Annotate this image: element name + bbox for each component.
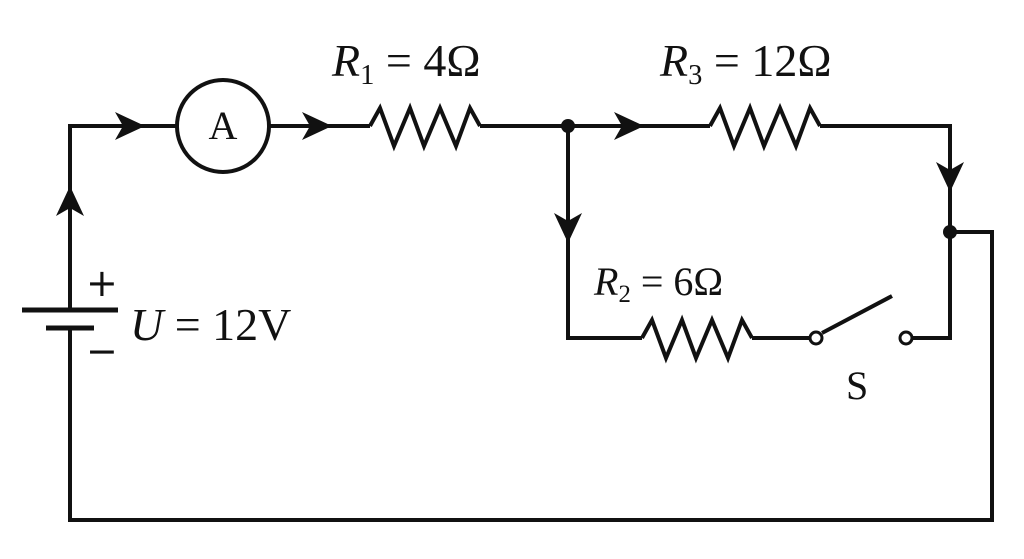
wire-branch-r2 [566, 126, 642, 340]
switch-contact-left [808, 330, 824, 346]
arrow-right-to-r3 [614, 112, 644, 140]
ammeter-circle [175, 78, 271, 174]
resistor-r1 [368, 102, 482, 152]
arrow-up-left [56, 186, 84, 216]
resistor-r2 [640, 314, 754, 364]
r1-subscript: 1 [360, 59, 375, 91]
source-voltage-label: U = 12V [130, 302, 291, 348]
r1-symbol: R [332, 35, 361, 86]
arrow-right-after-ammeter [302, 112, 332, 140]
r3-subscript: 3 [688, 59, 703, 91]
resistor-r3-label: R3 = 12Ω [660, 38, 832, 91]
arrow-down-branch [554, 213, 582, 243]
source-symbol: U [130, 299, 164, 350]
r2-subscript: 2 [618, 280, 631, 308]
switch-blade [821, 294, 893, 335]
r3-value: = 12Ω [702, 35, 832, 86]
wire-switch-right [912, 232, 952, 340]
r1-value: = 4Ω [374, 35, 481, 86]
junction-dot-left [561, 119, 575, 133]
switch-label: S [846, 363, 869, 408]
ammeter-label: A [208, 103, 238, 148]
r2-symbol: R [594, 259, 619, 304]
resistor-r1-label: R1 = 4Ω [332, 38, 481, 91]
junction-dot-right [943, 225, 957, 239]
wire-r3-right [820, 124, 952, 232]
arrow-right-before-ammeter [115, 112, 145, 140]
r3-symbol: R [660, 35, 689, 86]
battery-plus-label: + [86, 261, 118, 305]
r2-value: = 6Ω [630, 259, 724, 304]
wire-outer-loop [68, 230, 994, 522]
battery-minus-label: − [86, 329, 118, 373]
arrow-down-right [936, 162, 964, 192]
resistor-r2-label: R2 = 6Ω [594, 262, 723, 308]
source-value: = 12V [163, 299, 292, 350]
switch-contact-right [898, 330, 914, 346]
resistor-r3 [708, 102, 822, 152]
